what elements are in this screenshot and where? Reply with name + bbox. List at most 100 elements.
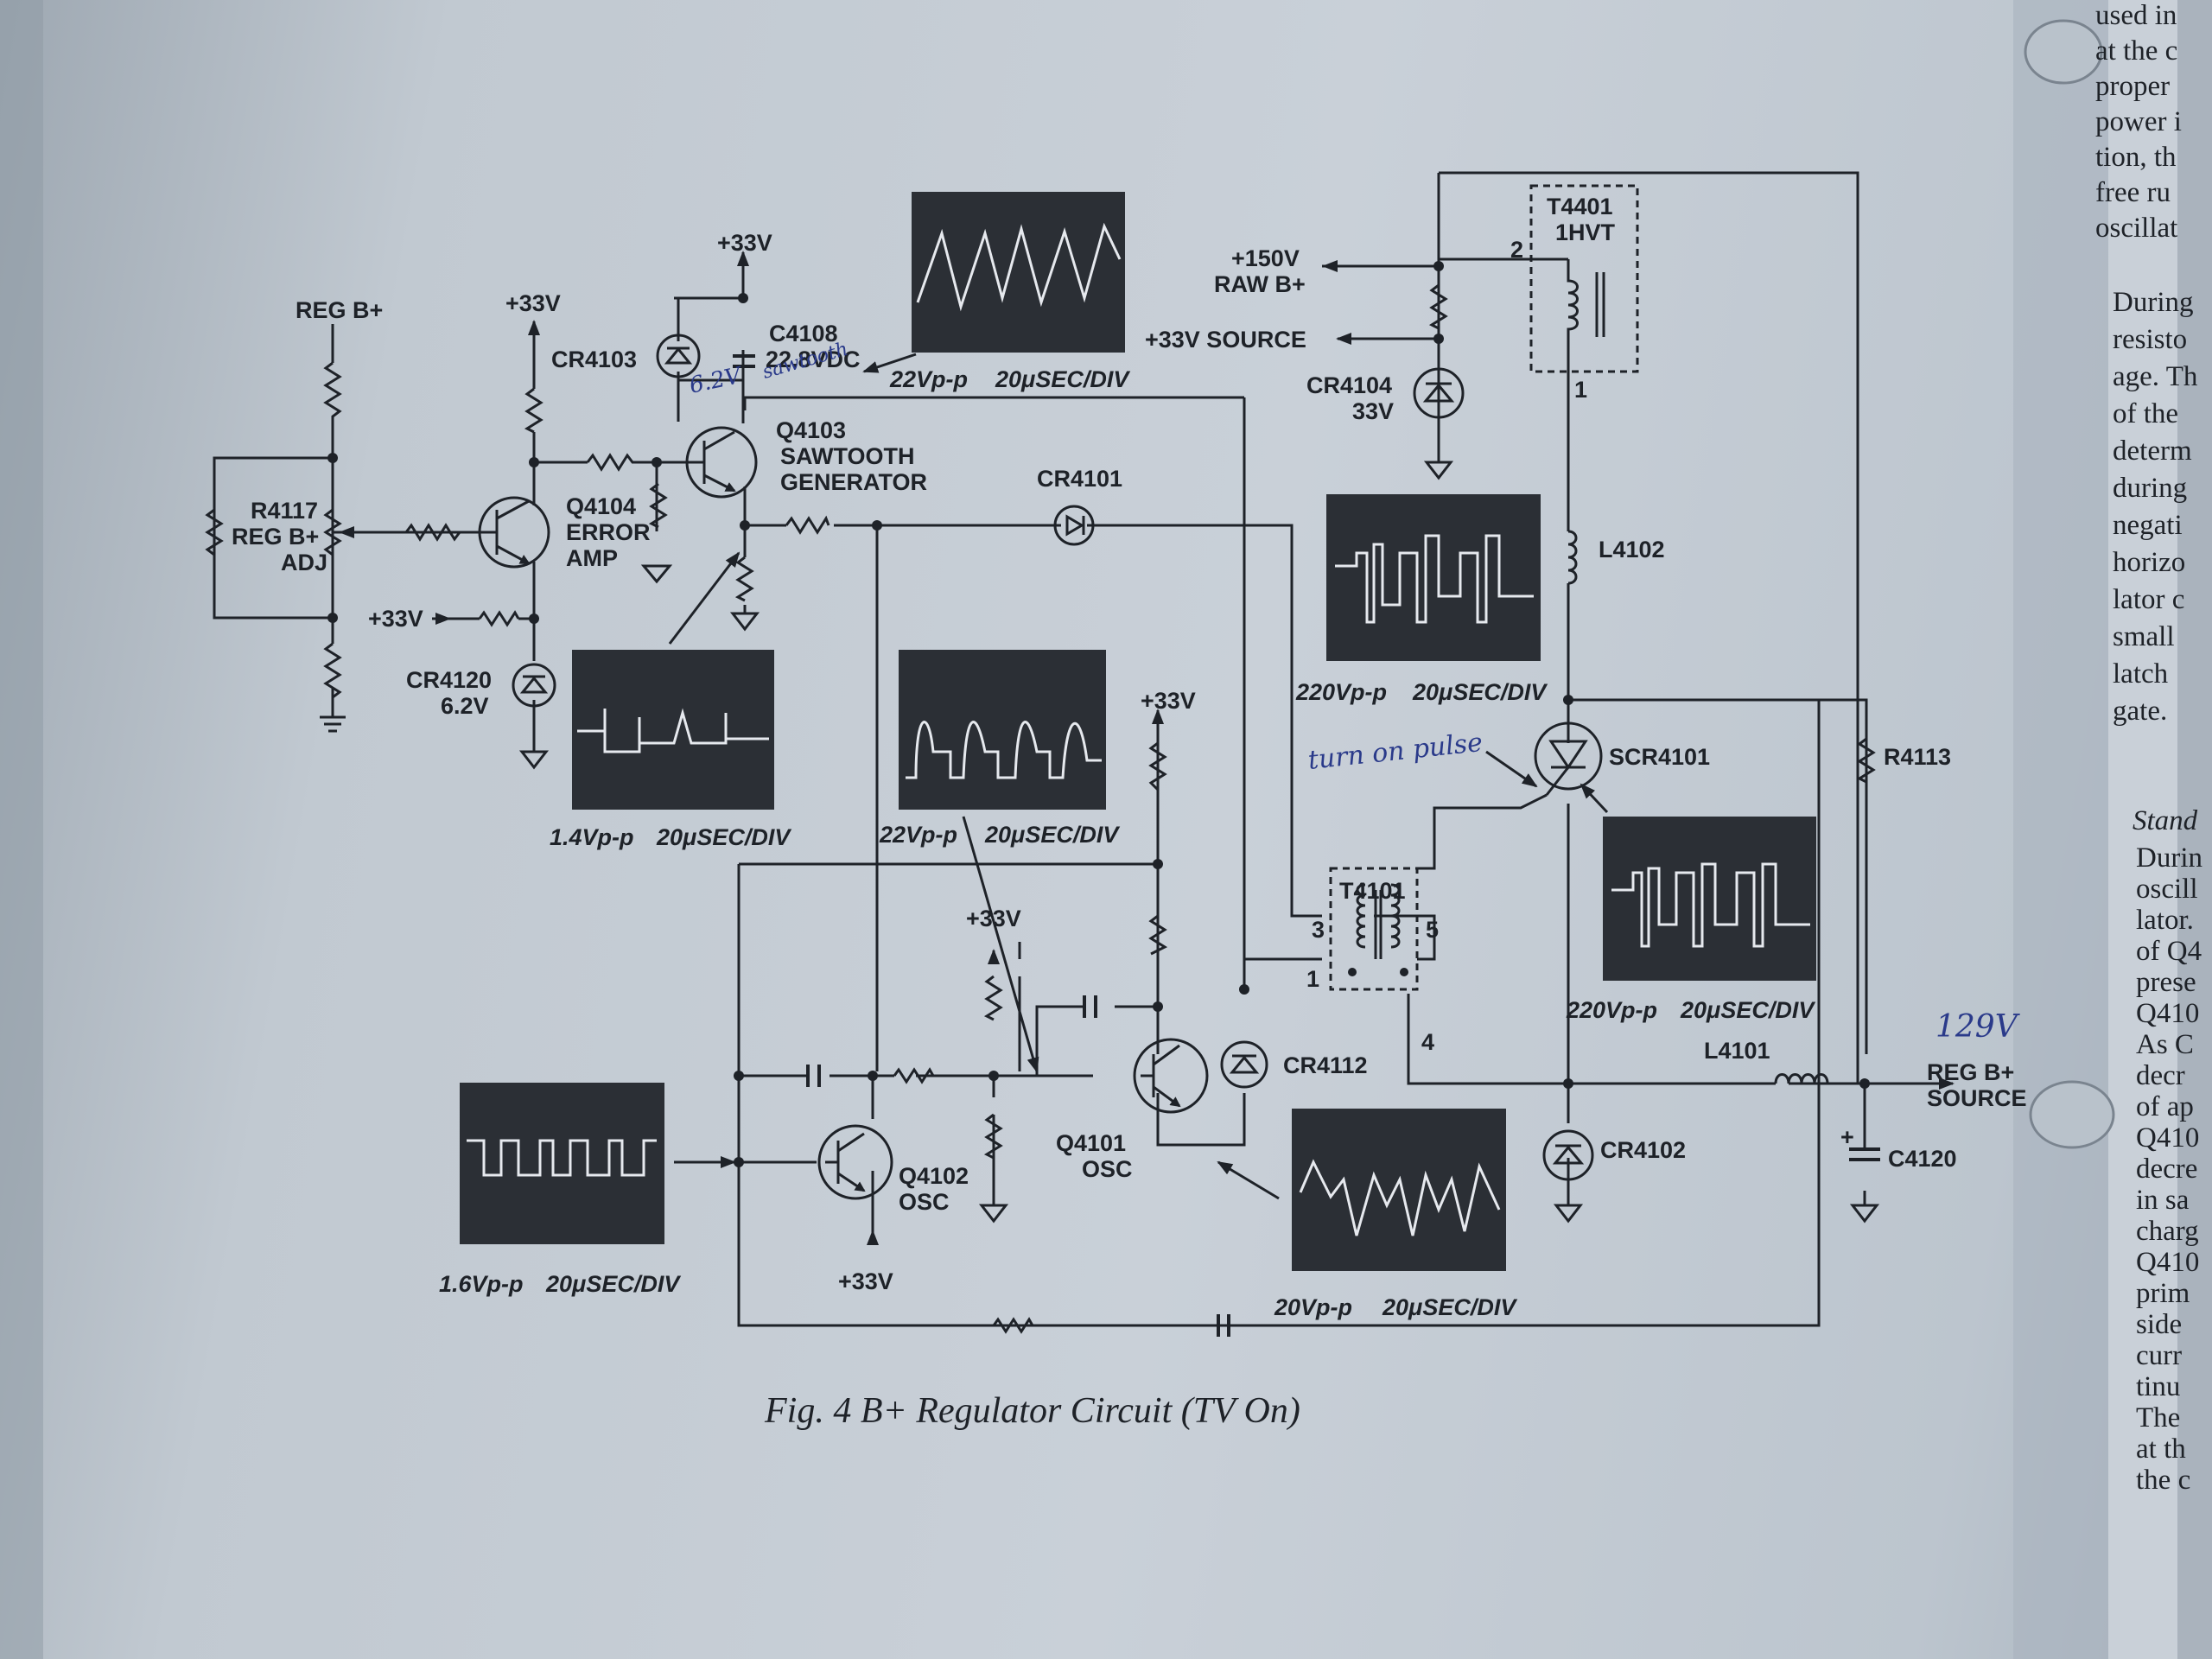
side-text-line: oscillat — [2095, 213, 2177, 244]
cr4104-label: CR4104 — [1306, 372, 1392, 398]
side-text-line: determ — [2113, 435, 2192, 467]
svg-text:20μSEC/DIV: 20μSEC/DIV — [1382, 1294, 1517, 1320]
side-text-line: As C — [2136, 1029, 2194, 1060]
capacitors — [733, 354, 1880, 1337]
q4104-transistor — [478, 496, 550, 567]
side-text-line: decre — [2136, 1154, 2197, 1185]
source-33v-label: +33V SOURCE — [1145, 327, 1306, 353]
q4101-transistor — [1133, 1038, 1209, 1112]
raw-b-label: RAW B+ — [1214, 271, 1306, 297]
t4101-pin1: 1 — [1306, 966, 1319, 992]
cr4103-label: CR4103 — [551, 346, 637, 372]
l4101-label: L4101 — [1704, 1038, 1770, 1064]
coupling-capacitor-top — [1083, 995, 1097, 1018]
note-129v: 129V — [1936, 1009, 2021, 1045]
side-text-line: lator. — [2136, 905, 2194, 936]
side-text-line: Q410 — [2136, 998, 2199, 1029]
side-text-line: charg — [2136, 1216, 2199, 1247]
wires — [213, 171, 1948, 1327]
cr4120-diode — [512, 663, 556, 708]
c4108-voltage: 22.8VDC — [766, 346, 861, 372]
svg-text:20Vp-p: 20Vp-p — [1274, 1294, 1352, 1320]
cr4104-diode — [1413, 367, 1465, 419]
t4401-label: T4401 — [1547, 194, 1613, 219]
q4101-label-b: OSC — [1082, 1156, 1133, 1182]
binder-hole-bottom — [2029, 1080, 2115, 1149]
next-page-edge — [2177, 0, 2212, 1659]
waveform-w4 — [899, 650, 1106, 810]
t4401-core — [1595, 272, 1605, 337]
svg-text:22Vp-p: 22Vp-p — [889, 366, 968, 392]
scr4101-label: SCR4101 — [1609, 744, 1710, 770]
side-text-line: During — [2113, 287, 2194, 318]
q4102-label-b: OSC — [899, 1189, 950, 1215]
side-text-line: Durin — [2136, 842, 2202, 874]
cr4120-voltage: 6.2V — [441, 693, 489, 719]
reg-b-source-label-b: SOURCE — [1927, 1085, 2027, 1111]
waveform-w6 — [460, 1083, 664, 1244]
svg-text:1.6Vp-p: 1.6Vp-p — [439, 1271, 524, 1297]
c4120-capacitor — [1849, 1147, 1880, 1161]
supply-33v-d: +33V — [1141, 688, 1196, 714]
side-text-line: side — [2136, 1309, 2182, 1340]
side-text-line: Q410 — [2136, 1122, 2199, 1154]
q4103-label-c: GENERATOR — [780, 469, 927, 495]
q4103-label: Q4103 — [776, 417, 846, 443]
l4102-label: L4102 — [1599, 537, 1665, 563]
side-text-line: oscill — [2136, 874, 2198, 905]
side-text-line: small — [2113, 621, 2175, 652]
cr4101-label: CR4101 — [1037, 466, 1122, 492]
t4101-pin3: 3 — [1312, 917, 1325, 943]
q4103-transistor — [685, 426, 758, 497]
q4102-label: Q4102 — [899, 1163, 969, 1189]
waveform-w2 — [1326, 494, 1541, 661]
reg-b-source-label: REG B+ — [1927, 1059, 2014, 1085]
side-text-line: at th — [2136, 1433, 2186, 1465]
side-text-line: used in — [2095, 0, 2177, 31]
svg-text:22Vp-p: 22Vp-p — [879, 822, 957, 848]
side-text-line: latch — [2113, 658, 2169, 690]
waveform-w5 — [1603, 817, 1816, 981]
side-text-line: power i — [2095, 106, 2182, 137]
cr4120-label: CR4120 — [406, 667, 492, 693]
cr4112-label: CR4112 — [1283, 1052, 1368, 1078]
side-text-line: tinu — [2136, 1371, 2180, 1402]
side-text-line: of ap — [2136, 1091, 2194, 1122]
c4120-plus: + — [1840, 1124, 1854, 1150]
side-text-line: free ru — [2095, 177, 2171, 208]
side-text-line: The — [2136, 1402, 2180, 1433]
side-text-line: prese — [2136, 967, 2196, 998]
raw-b-voltage: +150V — [1231, 245, 1300, 271]
diodes — [512, 334, 1594, 1181]
transistors — [478, 426, 1603, 1198]
l4101-inductor — [1787, 1073, 1829, 1084]
side-text-line: prim — [2136, 1278, 2190, 1309]
t4401-pin1: 1 — [1574, 377, 1587, 403]
side-text-line: tion, th — [2095, 142, 2177, 173]
svg-text:20μSEC/DIV: 20μSEC/DIV — [1412, 679, 1548, 705]
svg-text:20μSEC/DIV: 20μSEC/DIV — [984, 822, 1120, 848]
side-text-line: decr — [2136, 1060, 2185, 1091]
t4401-pin2: 2 — [1510, 237, 1523, 263]
t4101-label: T4101 — [1339, 878, 1406, 904]
t4401-label-b: 1HVT — [1555, 219, 1616, 245]
waveform-w3 — [572, 650, 774, 810]
t4401-winding — [1567, 259, 1579, 372]
r4117-label-c: ADJ — [281, 550, 327, 575]
c4108-capacitor — [733, 354, 755, 368]
svg-text:20μSEC/DIV: 20μSEC/DIV — [545, 1271, 681, 1297]
figure-caption: Fig. 4 B+ Regulator Circuit (TV On) — [764, 1391, 1300, 1431]
t4401-frame — [1529, 184, 1639, 373]
side-text-line: Q410 — [2136, 1247, 2199, 1278]
side-text-line: of the — [2113, 398, 2178, 429]
svg-text:220Vp-p: 220Vp-p — [1295, 679, 1387, 705]
svg-text:20μSEC/DIV: 20μSEC/DIV — [1680, 997, 1815, 1023]
svg-text:20μSEC/DIV: 20μSEC/DIV — [656, 824, 791, 850]
supply-33v-b: +33V — [717, 230, 772, 256]
r4117-label-b: REG B+ — [232, 524, 319, 550]
side-text-line: curr — [2136, 1340, 2182, 1371]
supply-33v-f: +33V — [838, 1268, 893, 1294]
cr4112-diode — [1220, 1040, 1268, 1089]
resistors — [205, 283, 1876, 1334]
